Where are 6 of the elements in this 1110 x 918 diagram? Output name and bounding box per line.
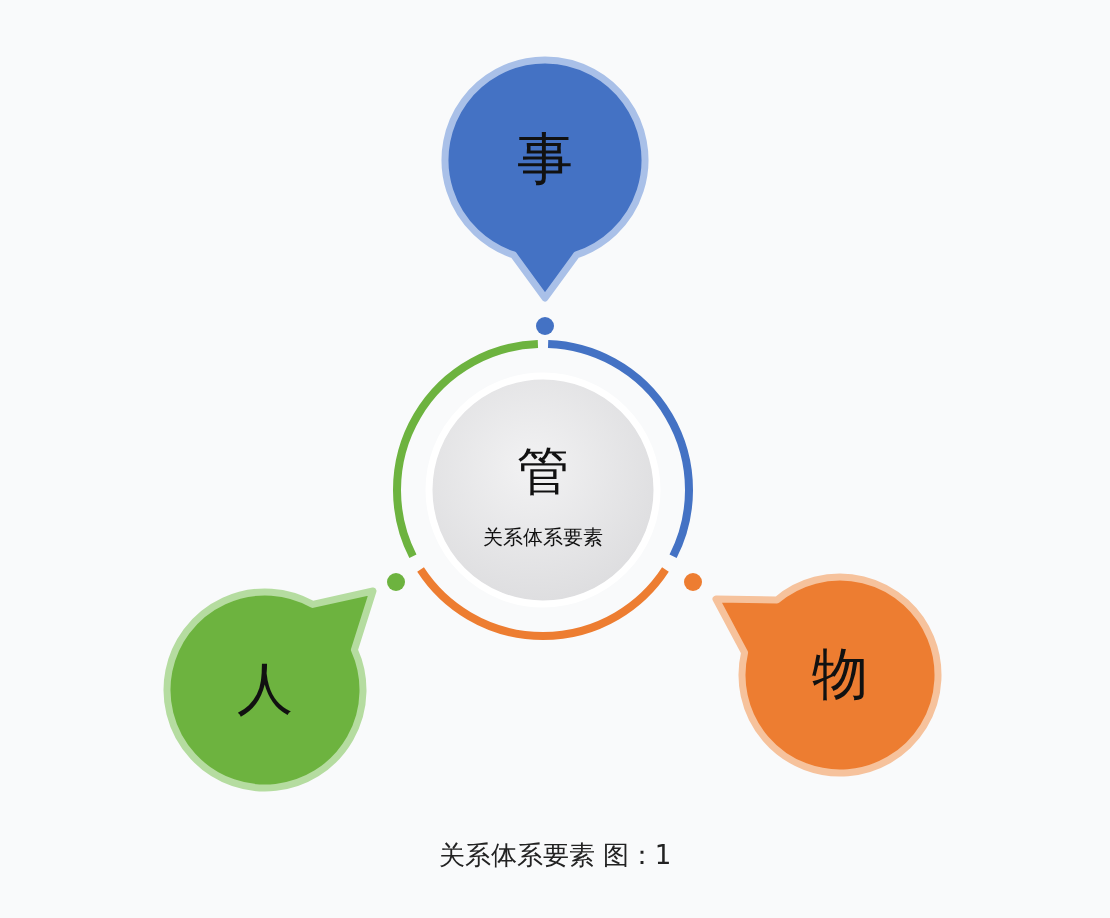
node-label: 事 — [517, 125, 573, 193]
node-label: 物 — [812, 640, 868, 708]
node-subtitle: 关系体系要素 — [483, 523, 603, 551]
node-label: 管 — [517, 440, 569, 503]
caption: 关系体系要素 图：1 — [438, 839, 672, 872]
node-label: 人 — [237, 655, 293, 723]
